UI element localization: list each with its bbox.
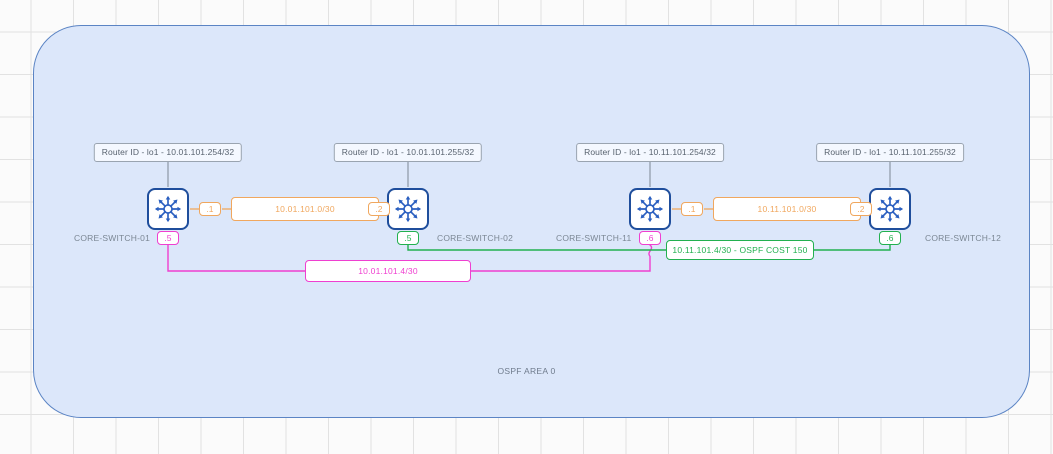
network-switch-icon xyxy=(394,195,422,223)
network-switch-icon xyxy=(876,195,904,223)
network-switch-icon xyxy=(636,195,664,223)
ospf-area-label: OSPF AREA 0 xyxy=(497,366,556,376)
link-line-02-12[interactable] xyxy=(407,244,891,251)
iface-label-11-to-01[interactable]: .6 xyxy=(639,231,661,245)
device-label-core-switch-12: CORE-SWITCH-12 xyxy=(925,233,1001,243)
subnet-label-10-11-101-4-30[interactable]: 10.11.101.4/30 - OSPF COST 150 xyxy=(666,240,814,260)
router-id-stems xyxy=(167,161,891,187)
iface-label-12-to-11[interactable]: .2 xyxy=(850,202,872,216)
router-id-core-switch-11[interactable]: Router ID - lo1 - 10.11.101.254/32 xyxy=(576,143,724,162)
subnet-label-10-01-101-4-30[interactable]: 10.01.101.4/30 xyxy=(305,260,471,282)
router-id-core-switch-02[interactable]: Router ID - lo1 - 10.01.101.255/32 xyxy=(333,143,483,162)
subnet-label-10-11-101-0-30[interactable]: 10.11.101.0/30 xyxy=(713,197,861,221)
ospf-area-container[interactable] xyxy=(33,25,1030,418)
device-label-core-switch-01: CORE-SWITCH-01 xyxy=(74,233,150,243)
iface-label-01-to-11[interactable]: .5 xyxy=(157,231,179,245)
iface-label-02-to-12[interactable]: .5 xyxy=(397,231,419,245)
router-id-core-switch-12[interactable]: Router ID - lo1 - 10.11.101.255/32 xyxy=(816,143,964,162)
network-switch-icon xyxy=(154,195,182,223)
iface-label-12-to-02[interactable]: .6 xyxy=(879,231,901,245)
device-label-core-switch-11: CORE-SWITCH-11 xyxy=(556,233,632,243)
device-core-switch-11[interactable] xyxy=(629,188,671,230)
device-core-switch-01[interactable] xyxy=(147,188,189,230)
iface-label-11-to-12[interactable]: .1 xyxy=(681,202,703,216)
router-id-core-switch-01[interactable]: Router ID - lo1 - 10.01.101.254/32 xyxy=(93,143,243,162)
device-core-switch-02[interactable] xyxy=(387,188,429,230)
device-label-core-switch-02: CORE-SWITCH-02 xyxy=(437,233,513,243)
subnet-label-10-01-101-0-30[interactable]: 10.01.101.0/30 xyxy=(231,197,379,221)
device-core-switch-12[interactable] xyxy=(869,188,911,230)
iface-label-01-to-02[interactable]: .1 xyxy=(199,202,221,216)
iface-label-02-to-01[interactable]: .2 xyxy=(368,202,390,216)
